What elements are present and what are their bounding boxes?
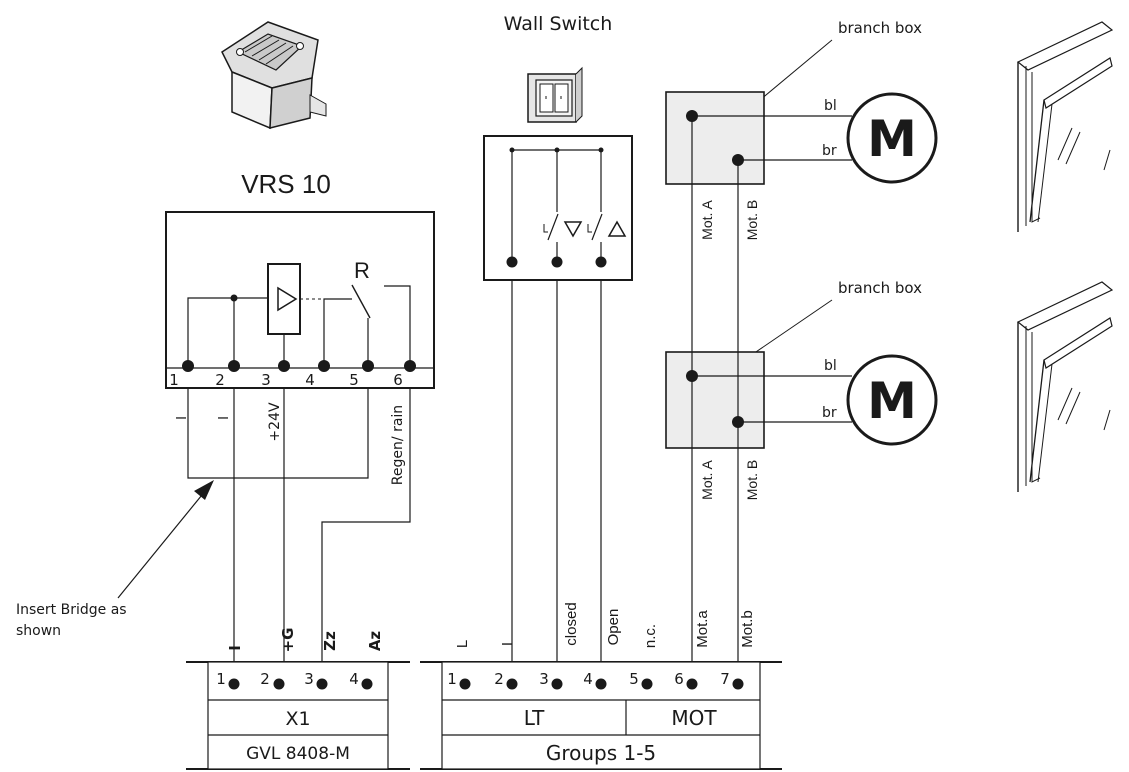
groups-terminal-3 [551, 678, 563, 690]
groups-header-6: Mot.a [694, 610, 711, 648]
wall-switch-icon [527, 66, 583, 123]
x1-terminal-1 [228, 678, 240, 690]
wall-switch-box [483, 135, 633, 281]
groups-terminal-7-label: 7 [720, 670, 730, 688]
motor-feed-wiring [691, 116, 739, 684]
groups-header-4: Open [605, 609, 622, 646]
groups-terminal-5 [641, 678, 653, 690]
motor-1-label: M [867, 110, 917, 168]
groups-terminal-4-label: 4 [583, 670, 593, 688]
x1-header-4: Az [366, 631, 384, 652]
rain-sensor-icon [221, 21, 327, 130]
groups-header-2: I [499, 642, 516, 646]
branch-box-1 [665, 91, 852, 185]
groups-header-3: closed [563, 602, 580, 645]
wire-label-t3: +24V [267, 402, 283, 442]
vrs-terminal-5-label: 5 [349, 371, 359, 389]
x1-header-3: Zz [321, 631, 339, 651]
x1-terminal-4 [361, 678, 373, 690]
branch-box-2-leader [749, 299, 833, 357]
window-1-icon [1016, 21, 1114, 232]
close-triangle-icon [563, 221, 583, 238]
groups-mot-label: MOT [671, 706, 717, 730]
vrs-terminal-6-label: 6 [393, 371, 403, 389]
x1-model: GVL 8408-M [246, 744, 350, 764]
vrs-terminal-1-label: 1 [169, 371, 179, 389]
groups-header-1: L [454, 640, 471, 648]
groups-terminal-6-label: 6 [674, 670, 684, 688]
branch-box-2 [665, 351, 852, 449]
relay-label: R [354, 258, 370, 283]
wall-switch-title: Wall Switch [504, 13, 613, 35]
vrs-terminal-5 [362, 360, 374, 372]
groups-lt-label: LT [524, 706, 545, 730]
x1-name: X1 [285, 708, 310, 730]
motor-1-icon [846, 92, 938, 184]
groups-terminal-7 [732, 678, 744, 690]
vrs-external-wiring [187, 388, 411, 684]
branch-box-2-label: branch box [838, 279, 922, 297]
bridge-arrow-icon [117, 480, 214, 599]
branch-box-1-wire-a: bl [824, 98, 837, 114]
groups-terminal-1 [459, 678, 471, 690]
vrs-terminal-3-label: 3 [261, 371, 271, 389]
x1-terminal-3-label: 3 [304, 670, 314, 688]
x1-terminal-3 [316, 678, 328, 690]
groups-terminal-2-label: 2 [494, 670, 504, 688]
wire-label-t6: Regen/ rain [390, 405, 406, 485]
x1-terminal-2 [273, 678, 285, 690]
x1-terminal-2-label: 2 [260, 670, 270, 688]
x1-header-2: +G [279, 628, 297, 653]
relay-contact-icon [351, 284, 371, 319]
groups-terminal-5-label: 5 [629, 670, 639, 688]
branch-box-1-wire-b: br [822, 143, 837, 159]
wall-switch-wiring [511, 280, 602, 684]
x1-terminal-block [186, 661, 410, 770]
x1-terminal-1-label: 1 [216, 670, 226, 688]
branch-box-2-wire-b: br [822, 405, 837, 421]
vrs-device-box [165, 211, 435, 389]
vrs-terminal-2-label: 2 [215, 371, 225, 389]
groups-terminal-6 [686, 678, 698, 690]
wire-label-t2: I [217, 416, 232, 420]
groups-header-5: n.c. [642, 624, 659, 648]
x1-terminal-4-label: 4 [349, 670, 359, 688]
groups-header-7: Mot.b [739, 610, 756, 648]
vrs-terminal-4 [318, 360, 330, 372]
window-2-icon [1016, 281, 1114, 492]
groups-name: Groups 1-5 [546, 741, 656, 765]
motor-2-label: M [867, 372, 917, 430]
vrs-terminal-1 [182, 360, 194, 372]
branch-box-1-mot-b: Mot. B [744, 200, 760, 240]
amplifier-triangle-icon [277, 286, 298, 312]
branch-box-2-mot-b: Mot. B [744, 460, 760, 500]
vrs-terminal-2 [228, 360, 240, 372]
device-title: VRS 10 [241, 169, 331, 199]
x1-header-1: I [226, 645, 244, 651]
branch-box-2-mot-a: Mot. A [699, 459, 715, 499]
vrs-terminal-4-label: 4 [305, 371, 315, 389]
branch-box-2-wire-a: bl [824, 358, 837, 374]
annotation-line-2: shown [16, 623, 61, 639]
groups-terminal-4 [595, 678, 607, 690]
vrs-terminal-3 [278, 360, 290, 372]
annotation-line-1: Insert Bridge as [16, 602, 127, 618]
groups-terminal-1-label: 1 [447, 670, 457, 688]
groups-terminal-2 [506, 678, 518, 690]
wire-label-t1: I [175, 416, 190, 420]
open-triangle-icon [607, 220, 627, 237]
branch-box-1-mot-a: Mot. A [699, 199, 715, 239]
vrs-terminal-6 [404, 360, 416, 372]
branch-box-1-label: branch box [838, 19, 922, 37]
motor-2-icon [846, 354, 938, 446]
groups-terminal-3-label: 3 [539, 670, 549, 688]
groups-terminal-block [420, 661, 782, 770]
